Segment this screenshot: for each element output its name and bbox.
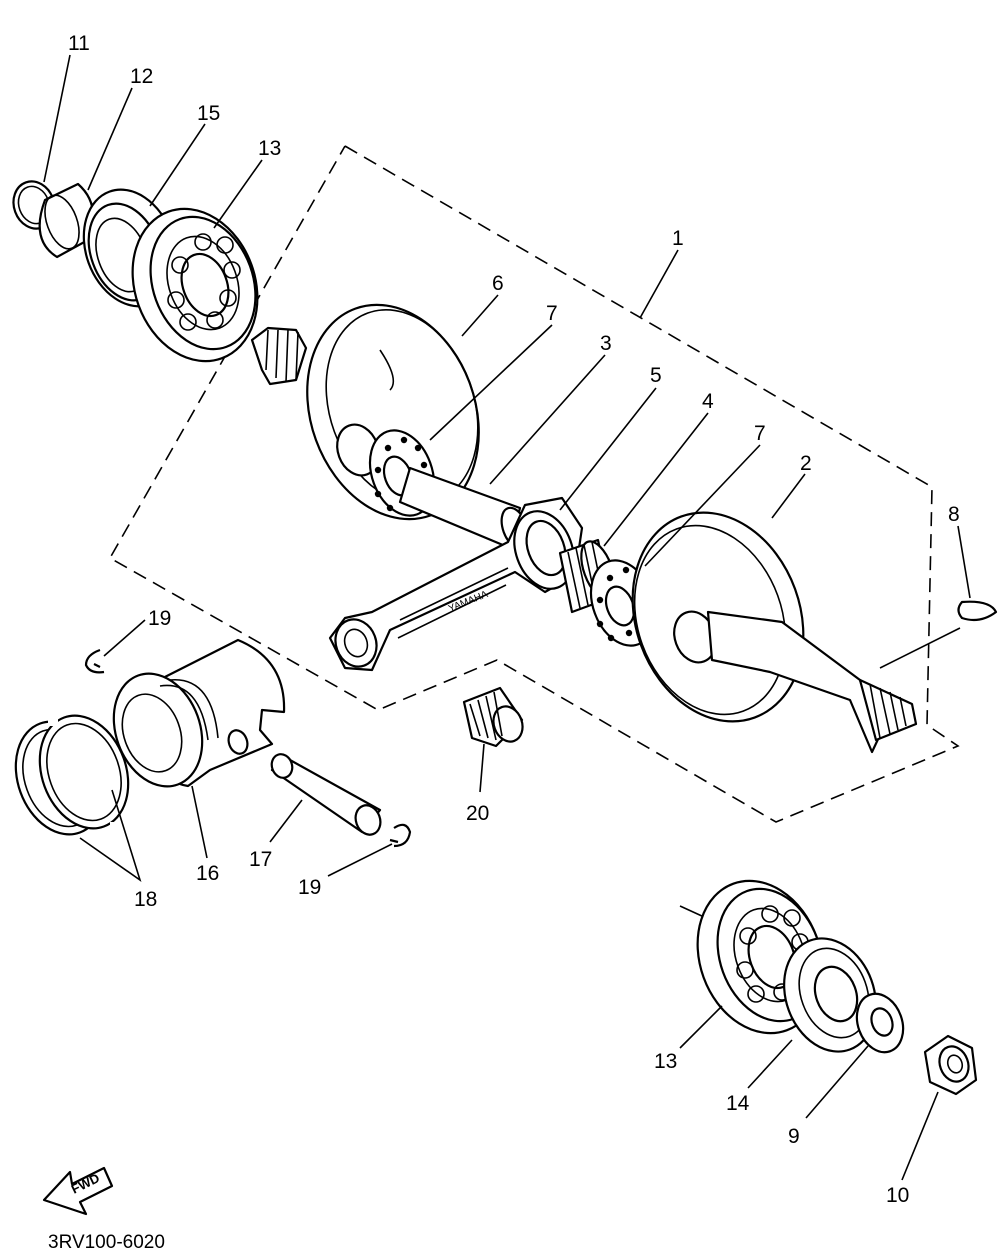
callout-1: 1	[672, 227, 684, 250]
callout-13a: 13	[258, 137, 281, 160]
callout-7b: 7	[754, 422, 766, 445]
leader-9	[805, 1045, 869, 1119]
leader-19a	[103, 619, 146, 657]
crank-assembly-outline	[108, 145, 960, 823]
leader-20	[479, 743, 485, 793]
leader-4	[603, 412, 709, 547]
callout-17: 17	[249, 848, 272, 871]
connecting-rod-5: YAMAHA	[328, 496, 584, 672]
leader-19b	[327, 843, 393, 877]
nut-10	[923, 1034, 978, 1096]
callout-19b: 19	[298, 876, 321, 899]
leader-7a	[429, 324, 553, 441]
leader-12	[87, 87, 133, 191]
leader-3	[489, 354, 606, 485]
leader-14	[747, 1039, 793, 1089]
callout-12: 12	[130, 65, 153, 88]
piston-pin-17	[270, 753, 382, 836]
callout-20: 20	[466, 802, 489, 825]
woodruff-key-8	[957, 600, 998, 622]
leader-13a	[213, 159, 263, 229]
callout-13b: 13	[654, 1050, 677, 1073]
callout-8: 8	[948, 503, 960, 526]
callout-15: 15	[197, 102, 220, 125]
piston-ring-set-18	[14, 714, 130, 836]
leader-crank-taper	[879, 627, 961, 669]
small-end-bearing-20	[462, 686, 524, 748]
callout-16: 16	[196, 862, 219, 885]
callout-19a: 19	[148, 607, 171, 630]
drawing-code: 3RV100-6020	[48, 1232, 165, 1253]
piston-16	[112, 638, 286, 788]
callout-5: 5	[650, 364, 662, 387]
callout-11: 11	[68, 32, 90, 55]
leader-8	[957, 525, 971, 599]
leader-7b	[644, 444, 761, 567]
leader-5	[559, 387, 657, 511]
leader-18	[79, 789, 142, 882]
leader-2	[771, 473, 806, 519]
callout-14: 14	[726, 1092, 750, 1115]
leader-10	[901, 1091, 939, 1181]
callout-18: 18	[134, 888, 157, 911]
leader-17	[269, 799, 303, 843]
washer-9	[855, 992, 905, 1054]
leader-6	[461, 294, 499, 337]
bearing-13-left	[131, 207, 259, 363]
bearing-13-right	[696, 879, 824, 1035]
circlip-19-top	[84, 648, 105, 674]
crank-right-2	[631, 511, 918, 754]
callout-2: 2	[800, 452, 812, 475]
callout-7a: 7	[546, 302, 558, 325]
leader-13b	[679, 1005, 723, 1049]
callout-4: 4	[702, 390, 714, 413]
leader-11	[43, 54, 71, 183]
callout-9: 9	[788, 1125, 800, 1148]
circlip-19-bottom	[389, 823, 412, 848]
leader-1	[639, 249, 679, 319]
fwd-arrow-icon: FWD	[42, 1166, 114, 1216]
leader-16	[191, 785, 208, 859]
callout-10: 10	[886, 1184, 909, 1207]
callout-6: 6	[492, 272, 504, 295]
callout-3: 3	[600, 332, 612, 355]
leader-15	[149, 123, 206, 207]
oil-seal-14	[783, 937, 877, 1053]
